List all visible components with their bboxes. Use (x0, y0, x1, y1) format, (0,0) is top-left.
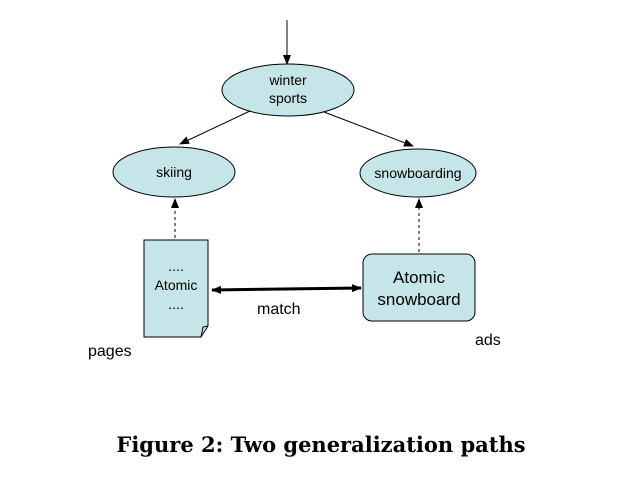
winter-sports-label-line2: sports (269, 90, 307, 106)
winter-sports-node (221, 63, 355, 117)
edge-root-to-snowboarding (323, 111, 414, 147)
match-double-arrow (211, 284, 362, 294)
ad-box-line2: snowboard (377, 290, 460, 309)
page-doc-line1: .... (168, 258, 184, 274)
page-doc-line3: .... (168, 296, 184, 312)
page-document-shape (143, 239, 209, 338)
page-fold-corner (200, 325, 209, 338)
figure-caption: Figure 2: Two generalization paths (116, 432, 526, 457)
snowboarding-label: snowboarding (374, 165, 461, 181)
winter-sports-label-line1: winter (268, 72, 307, 88)
pages-label: pages (88, 343, 132, 360)
page-doc-line2: Atomic (155, 277, 198, 293)
ad-box-line1: Atomic (393, 268, 445, 287)
skiing-node (112, 146, 236, 198)
skiing-label: skiing (156, 164, 192, 180)
edge-root-to-skiing (179, 110, 251, 145)
ad-box (362, 253, 476, 322)
ads-label: ads (475, 332, 501, 349)
snowboarding-node (359, 148, 477, 198)
match-label: match (257, 301, 301, 318)
